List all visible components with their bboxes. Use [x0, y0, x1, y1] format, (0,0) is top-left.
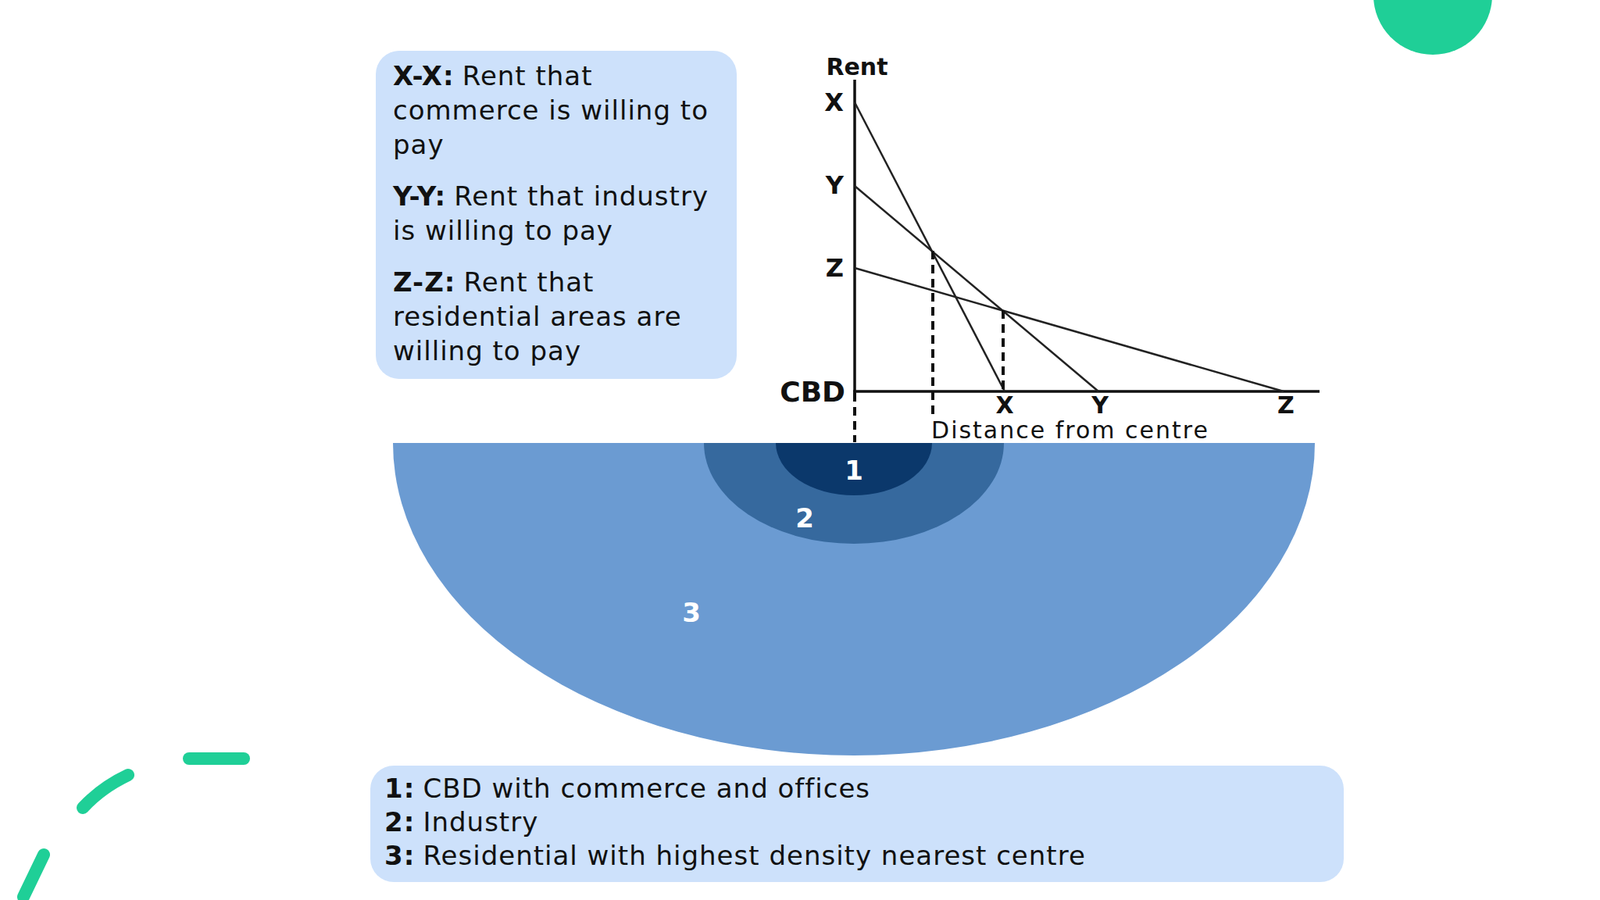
cbd-zone: 1	[775, 442, 933, 496]
axis-tick-label: Z	[1274, 393, 1298, 418]
key-entry: 3:Residential with highest density neare…	[384, 839, 1330, 873]
key-box: X-X:Rent that commerce is willing to pay…	[375, 50, 737, 379]
axis-tick-label: Y	[825, 172, 844, 198]
axis-title: Distance from centre	[928, 418, 1213, 443]
key-entry: 2:Industry	[384, 805, 1330, 840]
key-entry: X-X:Rent that commerce is willing to pay	[392, 58, 720, 162]
key-code: 2:	[384, 806, 415, 838]
key-code: Y-Y:	[392, 180, 447, 212]
key-code: 3:	[384, 839, 415, 872]
industry-rent-line	[854, 185, 1099, 392]
axis-title: Rent	[825, 55, 888, 79]
axis-tick-label: Y	[1088, 393, 1112, 418]
residential-rent-line	[854, 267, 1284, 392]
key-entry: Y-Y:Rent that industry is willing to pay	[392, 178, 720, 248]
corner-circle	[1373, 0, 1493, 55]
industry-zone: 21	[703, 442, 1004, 544]
key-code: X-X:	[392, 60, 455, 92]
zone-number: 1	[844, 457, 864, 484]
rent-axis	[853, 79, 857, 393]
dashed-arc	[23, 758, 244, 897]
key-description: Residential with highest density nearest…	[422, 839, 1086, 872]
zone-number: 2	[795, 504, 815, 532]
residential-zone: 321	[392, 442, 1315, 756]
zone-key-box: 1:CBD with commerce and offices2:Industr…	[370, 765, 1344, 883]
key-code: 1:	[384, 772, 415, 804]
zone-fill	[392, 442, 1315, 756]
key-description: CBD with commerce and offices	[422, 772, 871, 804]
distance-axis	[853, 389, 1320, 393]
key-description: Industry	[422, 806, 539, 838]
key-entry: Z-Z:Rent that residential areas are will…	[392, 264, 720, 368]
commerce-industry-boundary	[931, 250, 935, 443]
commerce-rent-line	[854, 102, 1005, 392]
key-code: Z-Z:	[392, 266, 456, 298]
axis-tick-label: X	[824, 89, 844, 115]
axis-tick-label: Z	[825, 255, 844, 281]
key-entry: 1:CBD with commerce and offices	[384, 771, 1330, 806]
cbd-dashed-line	[853, 392, 857, 443]
zone-fill	[775, 442, 933, 496]
origin-label: CBD	[779, 378, 846, 407]
zone-fill	[703, 442, 1004, 544]
axis-tick-label: X	[992, 393, 1017, 418]
zone-number: 3	[682, 599, 701, 626]
